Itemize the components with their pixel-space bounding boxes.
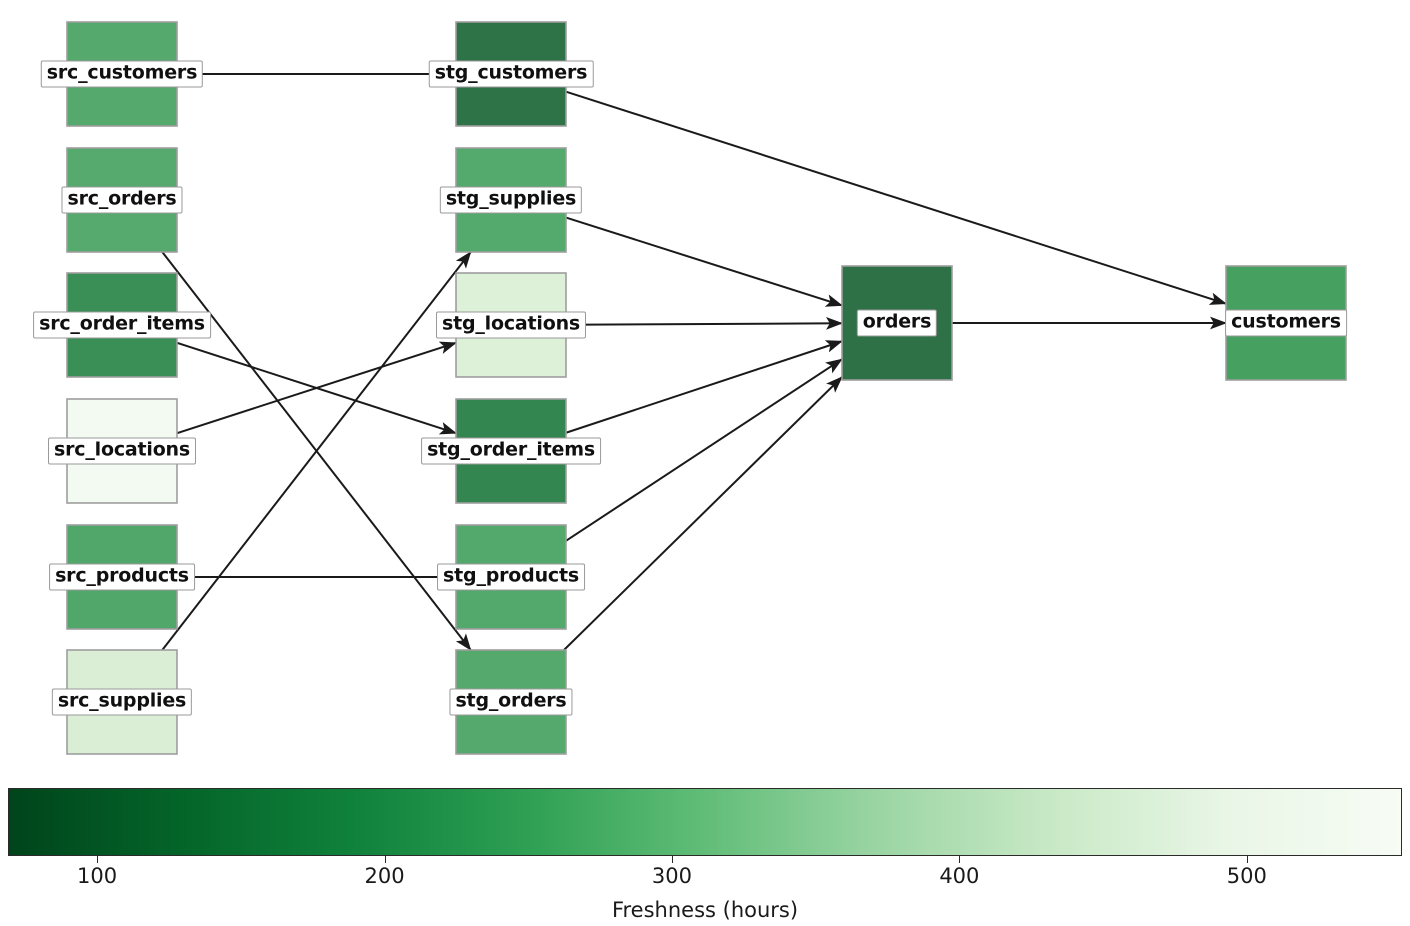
colorbar-tick-300: [671, 856, 673, 863]
edge-stg_supplies-to-orders: [565, 216, 843, 307]
edge-stg_products-to-orders: [565, 358, 843, 542]
colorbar-ticklabel-300: 300: [651, 864, 692, 888]
freshness-colorbar: 100 200 300 400 500 Freshness (hours): [8, 788, 1402, 922]
node-label-orders[interactable]: orders: [856, 309, 938, 337]
colorbar-axis-label: Freshness (hours): [611, 898, 799, 922]
colorbar-tick-500: [1246, 856, 1248, 863]
edge-stg_orders-to-orders: [563, 376, 843, 651]
colorbar-gradient: [8, 788, 1402, 856]
node-label-stg_locations[interactable]: stg_locations: [435, 311, 587, 339]
edge-src_locations-to-stg_locations: [176, 341, 457, 435]
node-label-stg_order_items[interactable]: stg_order_items: [421, 437, 601, 465]
node-label-customers[interactable]: customers: [1225, 309, 1347, 337]
node-label-src_orders[interactable]: src_orders: [61, 186, 183, 214]
node-label-stg_supplies[interactable]: stg_supplies: [439, 186, 583, 214]
colorbar-ticklabel-200: 200: [364, 864, 405, 888]
edges-layer: [161, 73, 1227, 651]
node-label-stg_orders[interactable]: stg_orders: [449, 688, 573, 716]
node-label-src_customers[interactable]: src_customers: [40, 60, 204, 88]
edge-stg_customers-to-customers: [565, 90, 1227, 305]
node-label-stg_customers[interactable]: stg_customers: [428, 60, 594, 88]
colorbar-ticklabel-500: 500: [1226, 864, 1267, 888]
edge-stg_locations-to-orders: [565, 316, 843, 330]
colorbar-ticklabel-400: 400: [939, 864, 980, 888]
edge-src_supplies-to-stg_supplies: [161, 251, 472, 651]
colorbar-ticklabel-100: 100: [77, 864, 118, 888]
nodes-layer: [66, 21, 1347, 755]
node-label-src_locations[interactable]: src_locations: [48, 437, 196, 465]
node-label-src_supplies[interactable]: src_supplies: [51, 688, 193, 716]
colorbar-tick-100: [97, 856, 99, 863]
colorbar-tick-400: [959, 856, 961, 863]
node-label-src_order_items[interactable]: src_order_items: [33, 311, 211, 339]
colorbar-tick-200: [384, 856, 386, 863]
node-label-src_products[interactable]: src_products: [49, 563, 195, 591]
edge-stg_order_items-to-orders: [565, 340, 843, 434]
node-label-stg_products[interactable]: stg_products: [437, 563, 585, 591]
